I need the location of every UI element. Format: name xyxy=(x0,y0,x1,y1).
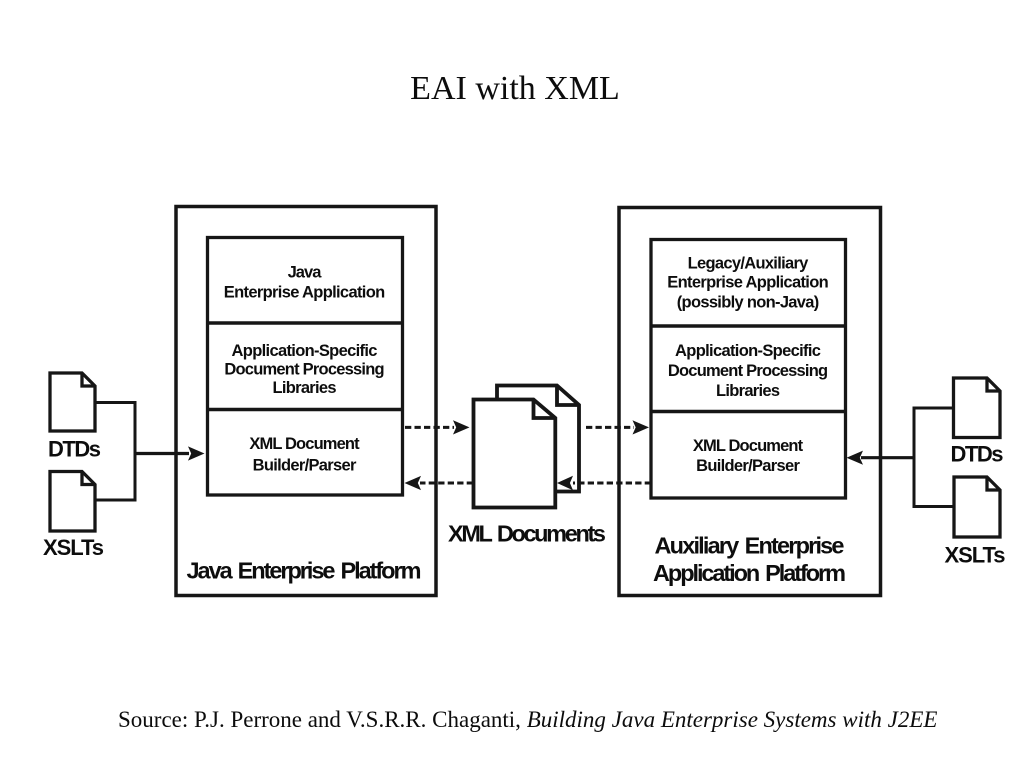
svg-text:Application Platform: Application Platform xyxy=(653,560,846,586)
svg-text:Builder/Parser: Builder/Parser xyxy=(253,457,357,475)
svg-text:Document Processing: Document Processing xyxy=(668,362,828,380)
svg-text:XML Document: XML Document xyxy=(693,437,804,455)
svg-text:Libraries: Libraries xyxy=(716,382,780,400)
svg-text:Document Processing: Document Processing xyxy=(224,361,384,379)
svg-text:XSLTs: XSLTs xyxy=(945,543,1006,568)
svg-text:Enterprise Application: Enterprise Application xyxy=(224,284,385,302)
svg-text:DTDs: DTDs xyxy=(48,437,101,462)
svg-text:Builder/Parser: Builder/Parser xyxy=(696,457,800,475)
svg-text:Enterprise Application: Enterprise Application xyxy=(667,274,828,292)
svg-text:Auxiliary Enterprise: Auxiliary Enterprise xyxy=(655,533,845,559)
svg-text:Source: P.J. Perrone and V.S.R: Source: P.J. Perrone and V.S.R.R. Chagan… xyxy=(118,707,937,732)
svg-text:Libraries: Libraries xyxy=(272,379,336,397)
svg-text:XML Document: XML Document xyxy=(249,435,360,453)
svg-text:Legacy/Auxiliary: Legacy/Auxiliary xyxy=(688,255,810,273)
svg-text:Application-Specific: Application-Specific xyxy=(232,342,378,360)
svg-text:Java Enterprise Platform: Java Enterprise Platform xyxy=(187,558,422,584)
svg-text:Java: Java xyxy=(288,264,323,282)
svg-text:Application-Specific: Application-Specific xyxy=(675,342,821,360)
svg-text:EAI with XML: EAI with XML xyxy=(410,70,620,107)
svg-text:XML Documents: XML Documents xyxy=(448,521,606,547)
svg-text:DTDs: DTDs xyxy=(951,442,1004,467)
svg-text:(possibly non-Java): (possibly non-Java) xyxy=(677,294,820,312)
svg-text:XSLTs: XSLTs xyxy=(43,535,104,560)
